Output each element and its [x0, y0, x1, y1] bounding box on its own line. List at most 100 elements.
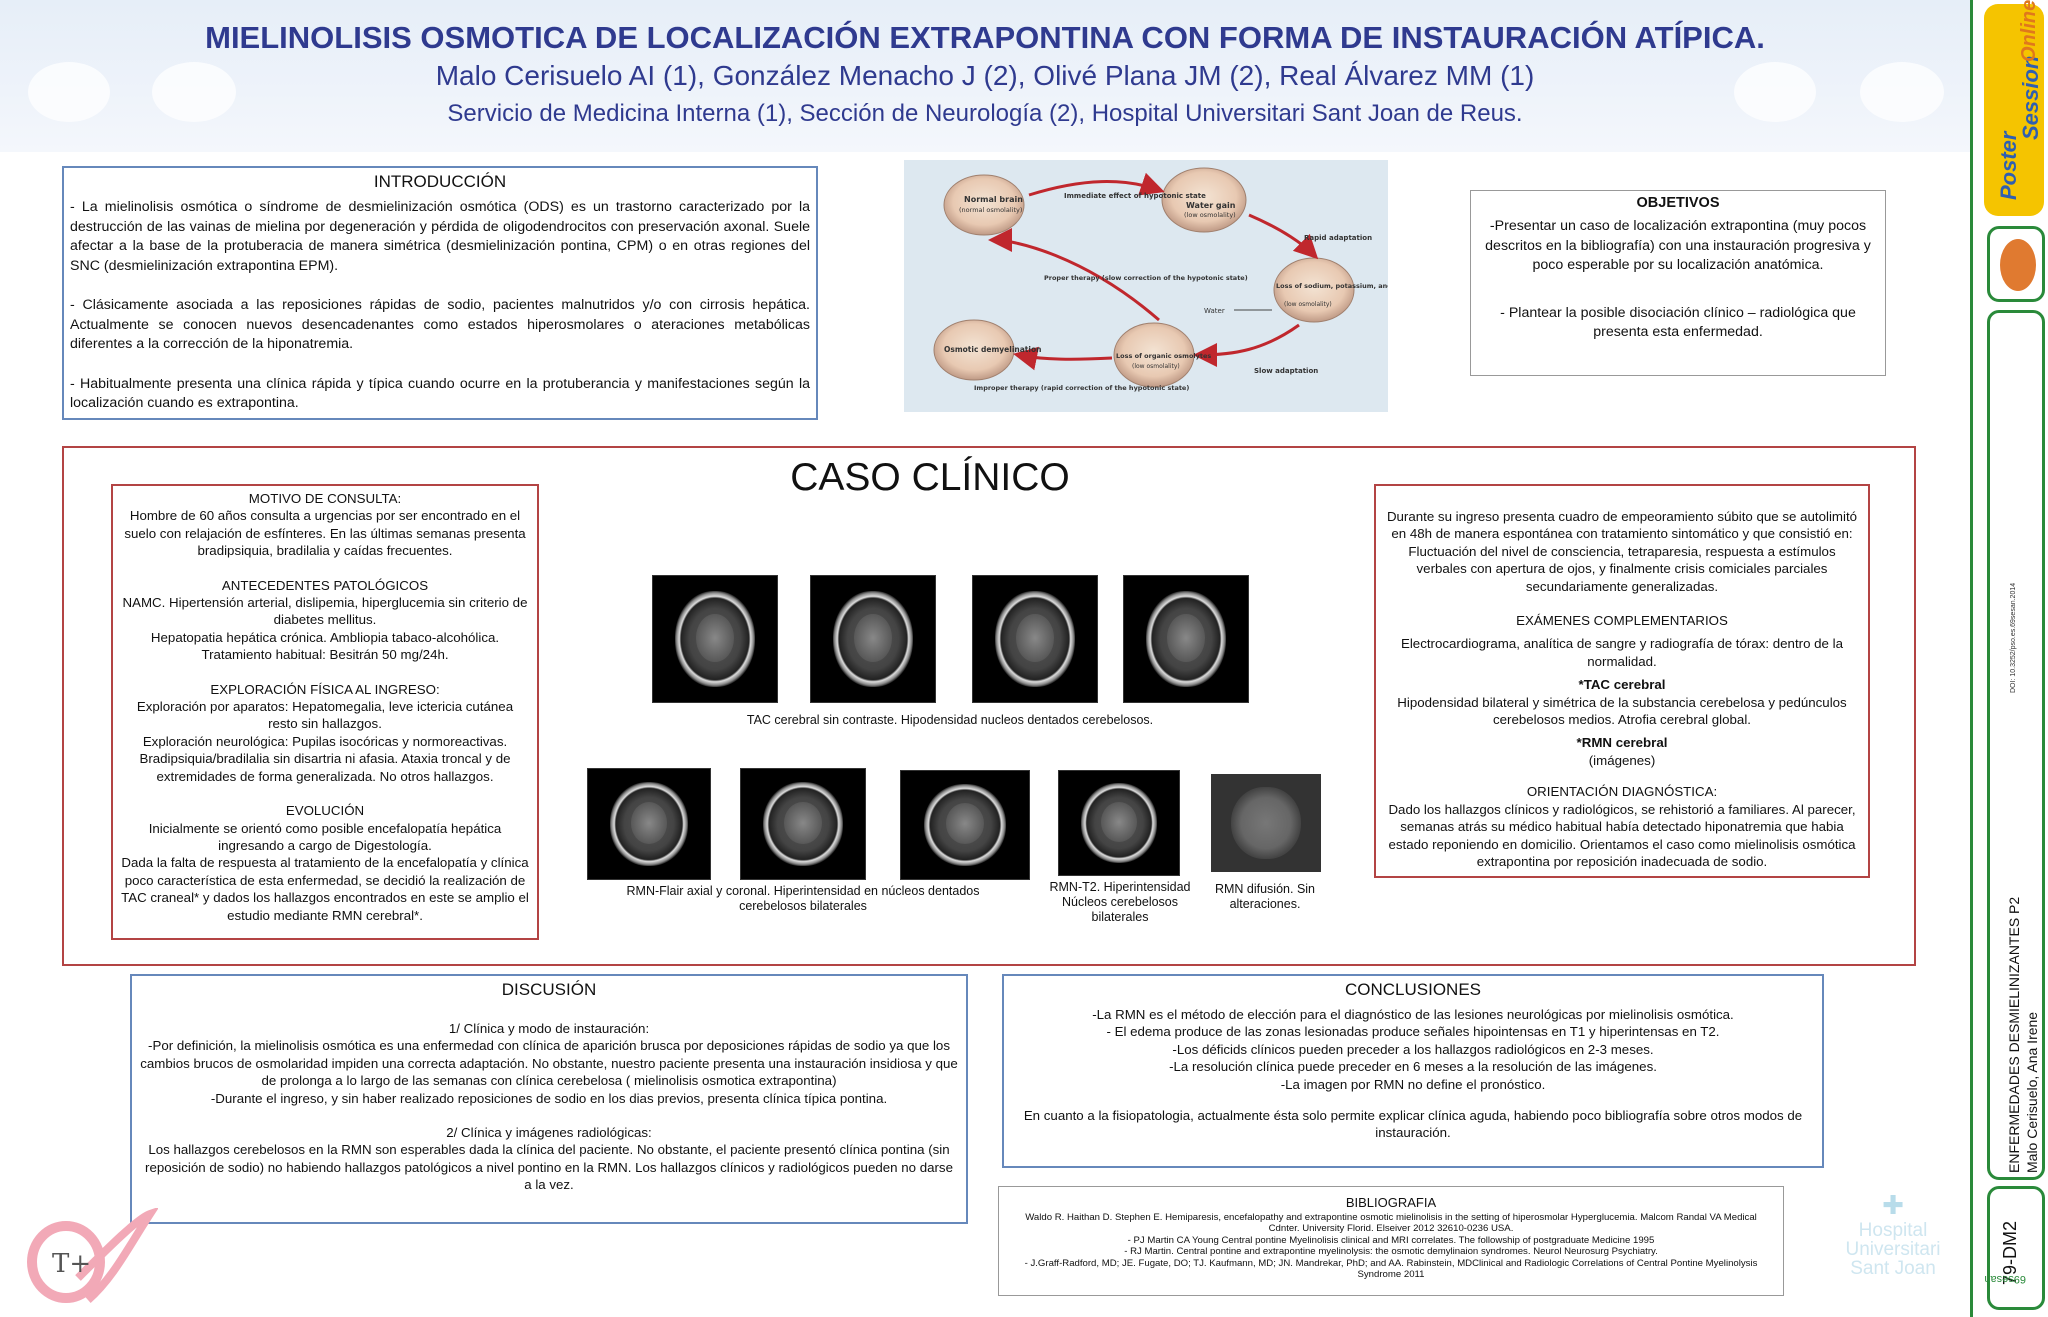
intro-paragraph: - La mielinolisis osmótica o síndrome de… [70, 199, 810, 274]
tac-image [652, 575, 778, 703]
intro-paragraph: - Habitualmente presenta una clínica ráp… [70, 375, 810, 412]
intro-box: INTRODUCCIÓN - La mielinolisis osmótica … [62, 166, 818, 420]
diagram-label: Immediate effect of hypotonic state [1064, 192, 1206, 200]
objetivos-heading: OBJETIVOS [1636, 195, 1720, 211]
intro-paragraph: - Clásicamente asociada a las reposicion… [70, 297, 810, 352]
poster-header [0, 0, 1970, 152]
conclusion-item: -La RMN es el método de elección para el… [1092, 1007, 1734, 1022]
brand-text: Online [2018, 0, 2040, 62]
conclusion-item: -La resolución clínica puede preceder en… [1169, 1059, 1657, 1075]
mri-flair-caption: RMN-Flair axial y coronal. Hiperintensid… [626, 884, 980, 913]
poster-affiliation: Servicio de Medicina Interna (1), Secció… [447, 100, 1523, 127]
diagram-svg: Normal brain (normal osmolality) Immedia… [933, 167, 1424, 392]
right-sidebar: Poster Session Online DOI: 10.3252/pso.e… [1970, 0, 2048, 1317]
diagram-label: (normal osmolality) [959, 206, 1022, 214]
section-text: ENFERMEDADES DESMIELINIZANTES P2 [2006, 896, 2022, 1173]
case-text: Exploración neurológica: Pupilas isocóri… [139, 733, 511, 784]
diagram-label: (low osmolality) [1132, 363, 1180, 370]
case-heading: EVOLUCIÓN [285, 803, 365, 819]
case-text: Dado los hallazgos clínicos y radiológic… [1388, 801, 1856, 869]
mri-flair-coronal-image [900, 770, 1030, 880]
tac-image [1123, 575, 1249, 703]
arrow [988, 228, 1160, 322]
poster-authors: Malo Cerisuelo AI (1), González Menacho … [435, 60, 1535, 91]
mri-diffusion-caption: RMN difusión. Sin alteraciones. [1214, 882, 1316, 911]
case-heading: ANTECEDENTES PATOLÓGICOS [221, 577, 429, 593]
brand-text: Session [2018, 55, 2043, 140]
mri-t2-caption: RMN-T2. Hiperintensidad Núcleos cerebelo… [1049, 880, 1191, 924]
info-box: DOI: 10.3252/pso.es.69sesan.2014 ENFERME… [1987, 310, 2045, 1180]
case-text: Tratamiento habitual: Besitrán 50 mg/24h… [201, 647, 449, 663]
case-text: Inicialmente se orientó como posible enc… [148, 820, 502, 853]
mri-flair-image [587, 768, 711, 880]
tac-image [810, 575, 936, 703]
pso-brand-logo: Poster Session Online [1984, 0, 2044, 216]
diagram-label: Improper therapy (rapid correction of th… [974, 384, 1189, 392]
conclusiones-heading: CONCLUSIONES [1344, 980, 1482, 999]
decor-bubble [28, 62, 110, 122]
arrow [1248, 213, 1319, 260]
code-box: 79-DM2 69sesan [1984, 1186, 2045, 1310]
diagram-label: Loss of organic osmolytes [1116, 352, 1211, 360]
case-heading: EXÁMENES COMPLEMENTARIOS [1516, 613, 1728, 629]
brain-loss-sodium [1273, 257, 1355, 323]
bibliografia-ref: - PJ Martin CA Young Central pontine Mye… [1127, 1234, 1655, 1246]
objetivos-paragraph: -Presentar un caso de localización extra… [1485, 218, 1871, 273]
case-text: Hepatopatia hepática crónica. Ambliopia … [150, 629, 500, 645]
case-heading: EXPLORACIÓN FÍSICA AL INGRESO: [210, 681, 440, 697]
arrow [1013, 346, 1113, 371]
diagram-label: Water [1204, 307, 1225, 315]
decor-bubble [1734, 62, 1816, 122]
diagram-label: Rapid adaptation [1304, 234, 1372, 242]
case-text: (imágenes) [1588, 752, 1656, 768]
caso-left-box: MOTIVO DE CONSULTA: Hombre de 60 años co… [111, 484, 539, 940]
mri-flair-image [740, 768, 866, 880]
case-text: Hipodensidad bilateral y simétrica de la… [1397, 694, 1847, 728]
case-heading: *TAC cerebral [1578, 677, 1666, 693]
event-logo-box [1987, 226, 2045, 302]
decor-bubble [1860, 62, 1944, 122]
poster-title: MIELINOLISIS OSMOTICA DE LOCALIZACIÓN EX… [205, 20, 1765, 55]
diagram-label: Loss of sodium, potassium, and chloride [1276, 282, 1388, 290]
conclusion-final: En cuanto a la fisiopatologia, actualmen… [1023, 1108, 1803, 1141]
society-logo: T+ [18, 1206, 160, 1308]
mri-t2-image [1058, 770, 1180, 876]
diagram-label: (low osmolality) [1184, 211, 1236, 219]
case-heading: ORIENTACIÓN DIAGNÓSTICA: [1526, 784, 1718, 800]
arrow [1193, 323, 1300, 367]
case-text: NAMC. Hipertensión arterial, dislipemia,… [122, 595, 528, 628]
bibliografia-ref: - RJ Martin. Central pontine and extrapo… [1124, 1246, 1658, 1258]
hospital-cross-icon: ✚ [1882, 1190, 1904, 1220]
caso-clinico-heading: CASO CLÍNICO [790, 456, 1070, 499]
bibliografia-heading: BIBLIOGRAFIA [1345, 1195, 1437, 1210]
discusion-text: -Por definición, la mielinolisis osmótic… [140, 1038, 958, 1089]
hospital-logo: ✚ Hospital Universitari Sant Joan [1826, 1190, 1960, 1286]
objetivos-paragraph: - Plantear la posible disociación clínic… [1500, 304, 1856, 341]
conclusion-item: -Los déficids clínicos pueden preceder a… [1172, 1041, 1654, 1057]
odm-diagram: Normal brain (normal osmolality) Immedia… [904, 160, 1424, 412]
hospital-name: Hospital Universitari Sant Joan [1845, 1220, 1941, 1279]
case-text: Dada la falta de respuesta al tratamient… [121, 855, 529, 923]
arrow [1028, 172, 1165, 197]
brain-normal [943, 174, 1025, 236]
brand-text: Poster [1996, 131, 2021, 200]
mri-diffusion-image [1211, 774, 1321, 872]
bibliografia-ref: Waldo R. Haithan D. Stephen E. Hemipares… [1025, 1212, 1757, 1235]
conclusion-item: - El edema produce de las zonas lesionad… [1106, 1024, 1720, 1040]
discusion-heading: DISCUSIÓN [501, 980, 597, 999]
diagram-label: Proper therapy (slow correction of the h… [1044, 274, 1248, 282]
event-logo-icon [2000, 239, 2036, 291]
tac-caption: TAC cerebral sin contraste. Hipodensidad… [746, 713, 1154, 727]
bibliografia-box: BIBLIOGRAFIA Waldo R. Haithan D. Stephen… [998, 1186, 1784, 1296]
caso-right-box: Durante su ingreso presenta cuadro de em… [1374, 484, 1870, 878]
discusion-text: -Durante el ingreso, y sin haber realiza… [210, 1090, 888, 1106]
objetivos-box: OBJETIVOS -Presentar un caso de localiza… [1470, 190, 1886, 376]
diagram-label: (low osmolality) [1284, 301, 1332, 308]
decor-bubble [152, 62, 236, 122]
event-name: 69sesan [1984, 1273, 2026, 1285]
diagram-label: Osmotic demyelination [944, 345, 1041, 354]
discusion-box: DISCUSIÓN 1/ Clínica y modo de instaurac… [130, 974, 968, 1224]
conclusiones-box: CONCLUSIONES -La RMN es el método de ele… [1002, 974, 1824, 1168]
brain-water-gain [1161, 167, 1247, 233]
case-text: Exploración por aparatos: Hepatomegalia,… [136, 699, 514, 732]
